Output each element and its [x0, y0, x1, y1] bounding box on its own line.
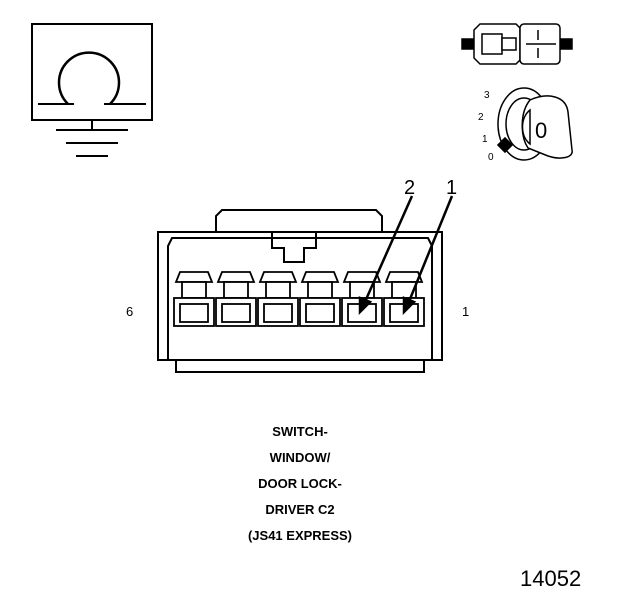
key-position-0: 0: [488, 152, 494, 163]
caption-line-4: DRIVER C2: [265, 502, 335, 517]
callout-arrows: [358, 195, 454, 316]
caption-line-1: SWITCH-: [272, 424, 328, 439]
end-label-left: 6: [126, 304, 133, 319]
key-position-3: 3: [484, 90, 490, 101]
cavity-4: [257, 271, 299, 327]
cavity-3: [299, 271, 341, 327]
callout-pin-2: 2: [404, 177, 415, 199]
cavity-5: [215, 271, 257, 327]
connector-body: [157, 209, 443, 373]
connector-side-icon: [461, 23, 573, 65]
cavity-6: [173, 271, 215, 327]
caption-line-2: WINDOW/: [269, 450, 331, 465]
terminal-cavities: [173, 271, 425, 327]
key-position-2: 2: [478, 112, 484, 123]
key-switch-icon: [496, 87, 573, 161]
caption-line-5: (JS41 EXPRESS): [247, 528, 353, 543]
caption-line-3: DOOR LOCK-: [258, 476, 342, 491]
key-position-1: 1: [482, 134, 488, 145]
end-label-right: 1: [462, 304, 469, 319]
key-face-label: 0: [535, 118, 547, 143]
ground-symbol: [31, 23, 153, 157]
figure-number: 14052: [520, 566, 582, 591]
callout-pin-1: 1: [446, 177, 457, 199]
